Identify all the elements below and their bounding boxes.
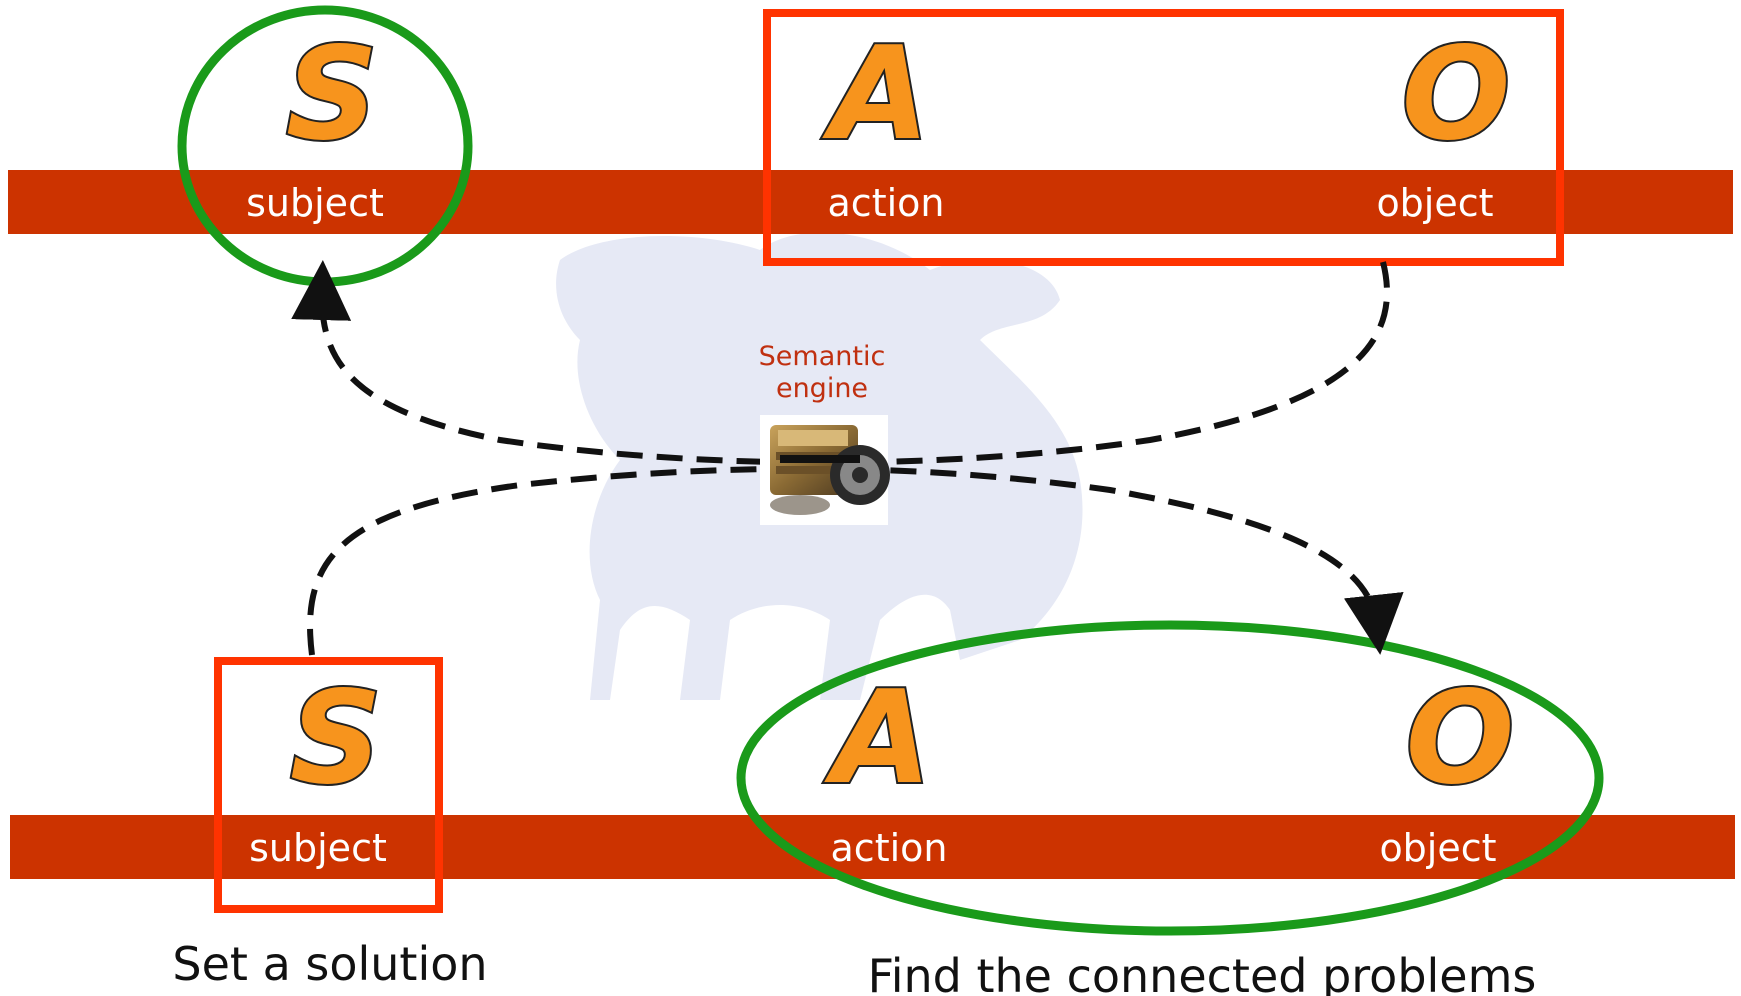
caption-find-problems: Find the connected problems [868,949,1537,996]
top-letter-a: A [821,20,929,169]
top-letters: S A O [284,18,1513,171]
top-letter-o: O [1402,20,1511,169]
caption-set-solution: Set a solution [172,937,487,991]
flow-path-subject-to-problems [307,465,1404,656]
bottom-band: subject action object [10,815,1735,879]
top-band: subject action object [8,170,1733,234]
top-subject-label: subject [246,181,384,225]
bottom-letters: S A O [288,662,1517,815]
top-object-label: object [1376,181,1493,225]
top-action-label: action [828,181,945,225]
bottom-object-label: object [1379,826,1496,870]
top-action-object-highlight [763,9,1564,266]
bottom-action-object-highlight [736,620,1604,936]
bottom-letter-a: A [823,664,931,813]
bottom-letter-o: O [1406,664,1515,813]
top-letter-s: S [286,20,378,169]
top-band-bar [8,170,1733,234]
engine-caption-line2: engine [776,373,868,404]
engine-caption-line1: Semantic [759,341,886,372]
bottom-letter-s: S [290,664,382,813]
semantic-engine: Semantic engine [759,341,890,525]
engine-icon [760,415,890,525]
bottom-band-bar [10,815,1735,879]
bottom-subject-label: subject [249,826,387,870]
bottom-subject-highlight [214,657,443,913]
bottom-action-label: action [831,826,948,870]
